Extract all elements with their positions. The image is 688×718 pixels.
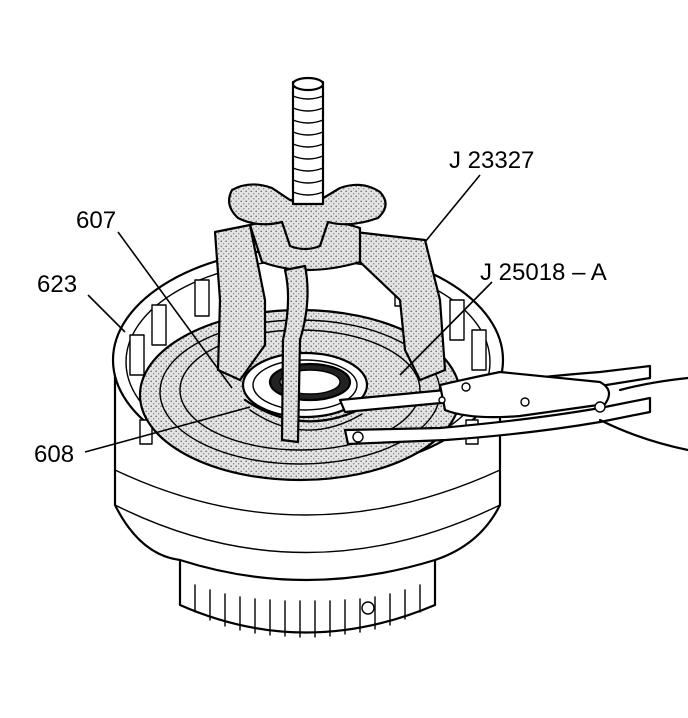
hub-hole	[361, 601, 375, 615]
leader-623	[87, 294, 126, 333]
leader-j25018a	[399, 281, 493, 376]
puller-right-leg	[353, 230, 447, 382]
snap-ring-pliers	[338, 364, 688, 452]
puller-tool	[213, 76, 447, 444]
label-607: 607	[76, 207, 116, 234]
drum-shoulder	[114, 469, 501, 516]
label-j23327: J 23327	[449, 147, 534, 174]
puller-rod	[280, 264, 309, 444]
leader-608	[84, 406, 251, 453]
pivot-rivet	[461, 382, 471, 392]
wing-nut	[227, 183, 387, 251]
leader-607	[117, 231, 233, 389]
pliers-lower-jaw	[343, 396, 652, 446]
pliers-handle	[598, 418, 688, 452]
leader-j23327	[424, 174, 481, 243]
label-608: 608	[34, 441, 74, 468]
leader-lines	[84, 174, 493, 453]
spline-teeth	[194, 584, 421, 638]
pliers-pivot-plate	[438, 370, 611, 419]
label-623: 623	[37, 271, 77, 298]
puller-left-leg	[213, 223, 267, 382]
puller-screw	[291, 80, 325, 206]
label-j25018a: J 25018 – A	[480, 259, 607, 286]
